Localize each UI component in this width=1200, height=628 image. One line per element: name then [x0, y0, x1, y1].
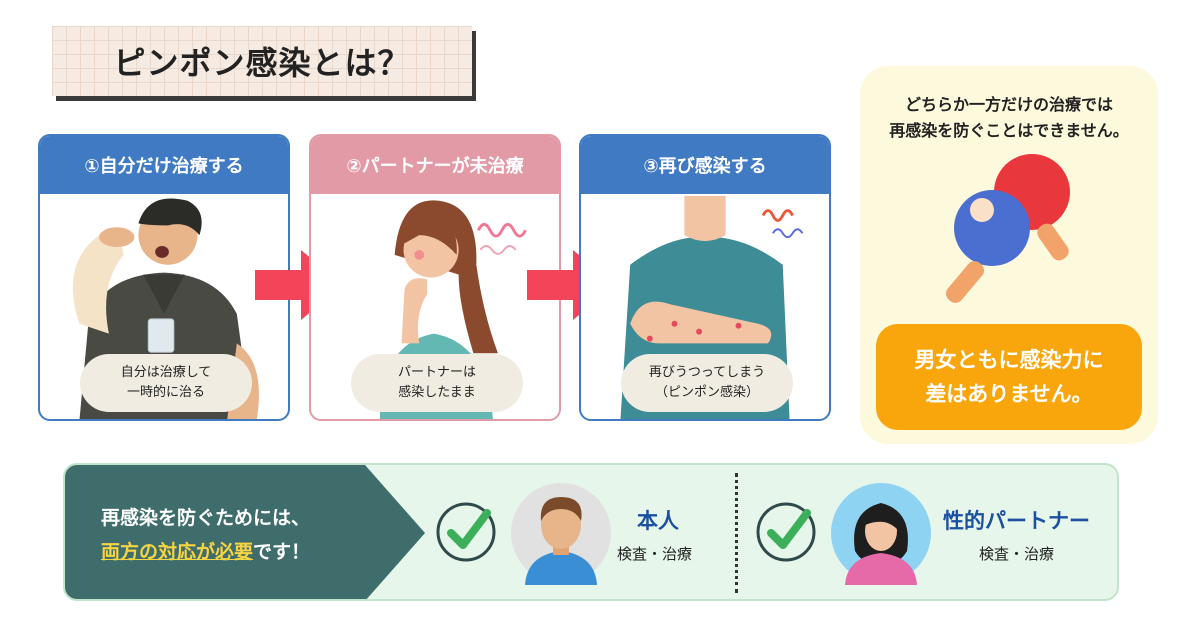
ping-pong-paddles-icon [945, 154, 1070, 303]
page-title: ピンポン感染とは？ [113, 44, 411, 82]
self-sub: 検査・治療 [617, 545, 693, 563]
bottom-panel [65, 465, 425, 599]
bottom-banner: 再感染を防ぐためには、 両方の対応が必要です！ 本人 検査・治療 性的パートナー… [63, 463, 1119, 601]
partner-label: 性的パートナー [943, 509, 1090, 533]
bottom-message: 再感染を防ぐためには、 両方の対応が必要です！ [101, 501, 310, 569]
man-avatar [511, 483, 611, 585]
divider [735, 473, 738, 593]
caption-line: 感染したまま [398, 385, 476, 400]
step-header-3: ③再び感染する [581, 136, 829, 194]
side-message: どちらか一方だけの治療では 再感染を防ぐことはできません。 [860, 92, 1158, 144]
caption-line: 自分は治療して [120, 365, 212, 380]
caption-line: 再びうつってしまう [648, 365, 766, 380]
caption-line: 一時的に治る [126, 385, 205, 400]
bottom-message-rest: です！ [253, 541, 311, 563]
partner-sub: 検査・治療 [979, 545, 1055, 563]
caption-line: パートナーは [397, 365, 476, 380]
caption-line: （ピンポン感染） [654, 385, 759, 400]
highlight-line: 男女ともに感染力に [914, 348, 1104, 372]
self-label: 本人 [637, 509, 679, 533]
step-card-1: ①自分だけ治療する 自分は治療して 一時的に治る [38, 134, 290, 421]
check-circle-icon [436, 502, 496, 562]
bottom-message-line: 両方の対応が必要です！ [101, 535, 310, 569]
step-caption-3: 再びうつってしまう （ピンポン感染） [621, 354, 793, 412]
highlight-box: 男女ともに感染力に 差はありません。 [876, 324, 1142, 430]
bottom-message-line: 再感染を防ぐためには、 [101, 507, 311, 529]
step-card-2: ②パートナーが未治療 パートナーは 感染したまま [309, 134, 561, 421]
woman-avatar [831, 483, 931, 585]
step-caption-1: 自分は治療して 一時的に治る [80, 354, 252, 412]
side-message-line: 再感染を防ぐことはできません。 [889, 121, 1129, 140]
step-header-2: ②パートナーが未治療 [311, 136, 559, 194]
step-card-3: ③再び感染する 再びうつってしまう （ピンポン感染） [579, 134, 831, 421]
side-message-line: どちらか一方だけの治療では [904, 95, 1113, 114]
highlight-line: 差はありません。 [925, 382, 1093, 406]
title-card: ピンポン感染とは？ [52, 26, 472, 96]
check-circle-icon [756, 502, 816, 562]
step-header-1: ①自分だけ治療する [40, 136, 288, 194]
step-caption-2: パートナーは 感染したまま [351, 354, 523, 412]
highlight-text: 両方の対応が必要 [101, 541, 254, 563]
side-panel: どちらか一方だけの治療では 再感染を防ぐことはできません。 男女ともに感染力に … [860, 66, 1158, 444]
